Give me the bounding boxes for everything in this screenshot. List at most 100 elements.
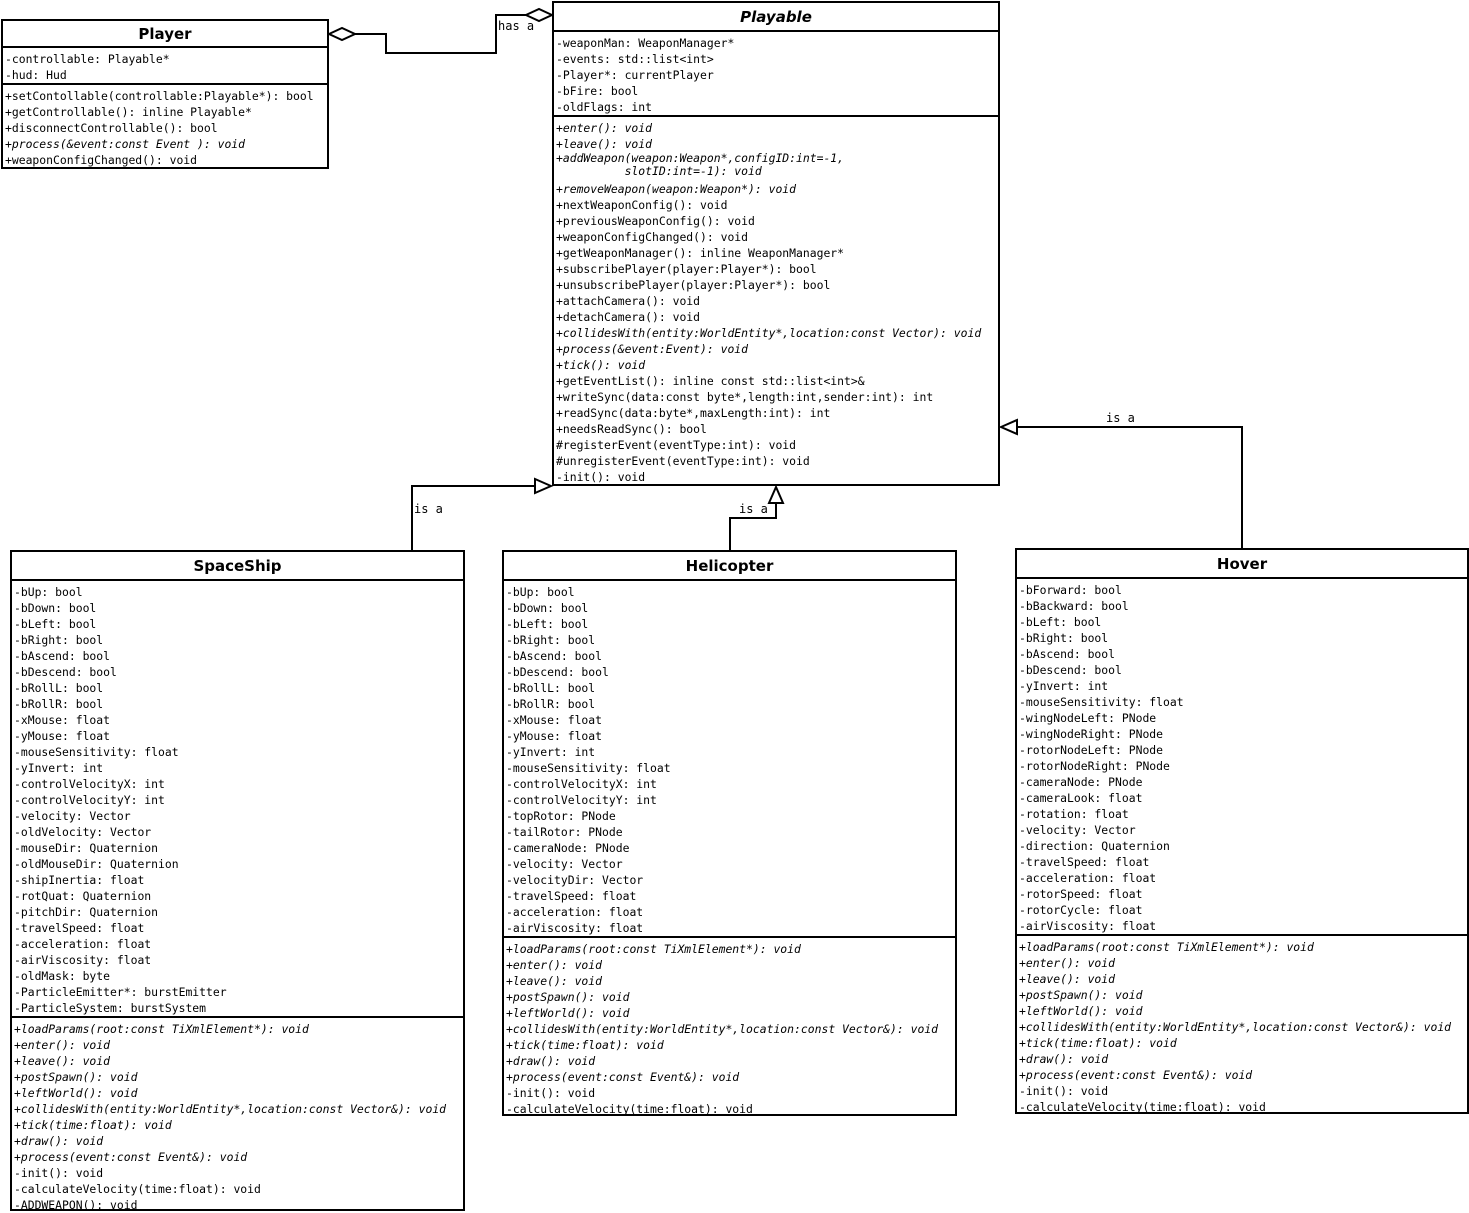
operation-row: +postSpawn(): void [1019, 988, 1143, 1002]
operation-row: -init(): void [14, 1166, 104, 1180]
operation-row: +collidesWith(entity:WorldEntity*,locati… [1019, 1020, 1452, 1034]
attribute-row: -bRollR: bool [506, 697, 596, 711]
operation-row: +subscribePlayer(player:Player*): bool [556, 262, 817, 276]
aggregation-line-player-playable [355, 14, 526, 54]
class-player[interactable]: Player -controllable: Playable* -hud: Hud… [1, 19, 329, 169]
operation-row: +postSpawn(): void [14, 1070, 138, 1084]
operation-row: +disconnectControllable(): bool [5, 121, 218, 135]
attribute-row: -bBackward: bool [1019, 599, 1129, 613]
attribute-row: -bAscend: bool [506, 649, 603, 663]
attribute-row: -rotation: float [1019, 807, 1129, 821]
operation-row: -ADDWEAPON(): void [14, 1198, 138, 1212]
operations-section: +loadParams(root:const TiXmlElement*): v… [1017, 936, 1467, 1115]
operation-row: +setContollable(controllable:Playable*):… [5, 89, 314, 103]
operation-row: -init(): void [506, 1086, 596, 1100]
operation-row: +weaponConfigChanged(): void [556, 230, 749, 244]
operation-row: +leftWorld(): void [14, 1086, 138, 1100]
attribute-row: -rotorNodeLeft: PNode [1019, 743, 1164, 757]
attribute-row: -velocity: Vector [1019, 823, 1136, 837]
operation-row: +process(event:const Event&): void [14, 1150, 248, 1164]
relation-label-has-a: has a [498, 19, 535, 33]
class-playable[interactable]: Playable -weaponMan: WeaponManager*-even… [552, 1, 1000, 486]
attribute-row: -pitchDir: Quaternion [14, 905, 159, 919]
operation-row: -calculateVelocity(time:float): void [14, 1182, 261, 1196]
operation-row: +tick(): void [556, 358, 646, 372]
operation-row: +enter(): void [14, 1038, 111, 1052]
attribute-row: -controlVelocityX: int [506, 777, 657, 791]
attribute-row: -rotorCycle: float [1019, 903, 1143, 917]
attribute-row: -acceleration: float [506, 905, 644, 919]
operation-row: +collidesWith(entity:WorldEntity*,locati… [556, 326, 982, 340]
attributes-section: -weaponMan: WeaponManager*-events: std::… [554, 32, 998, 117]
generalization-arrow-helicopter [767, 484, 785, 504]
attribute-row: -rotQuat: Quaternion [14, 889, 152, 903]
operation-row: -calculateVelocity(time:float): void [1019, 1100, 1266, 1114]
attribute-row: -bRight: bool [1019, 631, 1109, 645]
class-hover[interactable]: Hover -bForward: bool-bBackward: bool-bL… [1015, 548, 1469, 1114]
operation-row: +removeWeapon(weapon:Weapon*): void [556, 182, 797, 196]
attribute-row: -bFire: bool [556, 84, 639, 98]
operation-row: +writeSync(data:const byte*,length:int,s… [556, 390, 934, 404]
attribute-row: -shipInertia: float [14, 873, 145, 887]
operation-row: +collidesWith(entity:WorldEntity*,locati… [506, 1022, 939, 1036]
operation-row: +previousWeaponConfig(): void [556, 214, 755, 228]
operation-row: +collidesWith(entity:WorldEntity*,locati… [14, 1102, 447, 1116]
operations-section: +setContollable(controllable:Playable*):… [3, 85, 327, 168]
attribute-row: -airViscosity: float [1019, 919, 1157, 933]
class-spaceship[interactable]: SpaceShip -bUp: bool-bDown: bool-bLeft: … [10, 550, 465, 1213]
class-title: SpaceShip [12, 552, 463, 581]
attribute-row: -bRight: bool [506, 633, 596, 647]
attribute-row: -cameraLook: float [1019, 791, 1143, 805]
attribute-row: -hud: Hud [5, 68, 67, 82]
generalization-line-spaceship [411, 485, 535, 550]
attribute-row: -bUp: bool [506, 585, 575, 599]
attribute-row: -mouseDir: Quaternion [14, 841, 159, 855]
operation-row: +postSpawn(): void [506, 990, 630, 1004]
operation-row: +readSync(data:byte*,maxLength:int): int [556, 406, 831, 420]
attribute-row: -oldFlags: int [556, 100, 653, 114]
class-helicopter[interactable]: Helicopter -bUp: bool-bDown: bool-bLeft:… [502, 550, 957, 1116]
attribute-row: -mouseSensitivity: float [506, 761, 671, 775]
operation-row: +enter(): void [556, 121, 653, 135]
attribute-row: -bDown: bool [506, 601, 589, 615]
generalization-line-hover [1017, 426, 1243, 548]
attribute-row: -yMouse: float [506, 729, 603, 743]
attribute-row: -topRotor: PNode [506, 809, 616, 823]
attribute-row: -bRight: bool [14, 633, 104, 647]
operation-row: +detachCamera(): void [556, 310, 701, 324]
attribute-row: -bDescend: bool [506, 665, 609, 679]
operation-row: +tick(time:float): void [506, 1038, 664, 1052]
operation-row: +leftWorld(): void [506, 1006, 630, 1020]
attribute-row: -bUp: bool [14, 585, 83, 599]
operation-row: +process(&event:const Event ): void [5, 137, 246, 151]
relation-label-helicopter-is-a: is a [739, 502, 768, 516]
aggregation-diamond-playable-end [523, 7, 555, 23]
attribute-row: -Player*: currentPlayer [556, 68, 714, 82]
attribute-row: -bAscend: bool [1019, 647, 1116, 661]
attribute-row: -ParticleSystem: burstSystem [14, 1001, 207, 1015]
operation-row: +tick(time:float): void [1019, 1036, 1177, 1050]
operation-row: +enter(): void [506, 958, 603, 972]
attribute-row: -airViscosity: float [14, 953, 152, 967]
operations-section: +loadParams(root:const TiXmlElement*): v… [12, 1018, 463, 1213]
operation-row: -calculateVelocity(time:float): void [506, 1102, 753, 1116]
attribute-row: -bDown: bool [14, 601, 97, 615]
attribute-row: -bForward: bool [1019, 583, 1122, 597]
attribute-row: -yMouse: float [14, 729, 111, 743]
class-title: Player [3, 21, 327, 48]
attribute-row: -cameraNode: PNode [1019, 775, 1143, 789]
operation-row: +process(&event:Event): void [556, 342, 749, 356]
attribute-row: -controlVelocityY: int [14, 793, 165, 807]
operation-row: +loadParams(root:const TiXmlElement*): v… [506, 942, 801, 956]
attributes-section: -controllable: Playable* -hud: Hud [3, 48, 327, 85]
attribute-row: -acceleration: float [1019, 871, 1157, 885]
attribute-row: -controlVelocityY: int [506, 793, 657, 807]
attribute-row: -controllable: Playable* [5, 52, 170, 66]
operation-row: -init(): void [1019, 1084, 1109, 1098]
operations-section: +loadParams(root:const TiXmlElement*): v… [504, 938, 955, 1117]
attribute-row: -xMouse: float [506, 713, 603, 727]
operation-row: +process(event:const Event&): void [1019, 1068, 1253, 1082]
operation-row: +getEventList(): inline const std::list<… [556, 374, 865, 388]
operation-row: +addWeapon(weapon:Weapon*,configID:int=-… [556, 152, 845, 178]
attribute-row: -ParticleEmitter*: burstEmitter [14, 985, 227, 999]
